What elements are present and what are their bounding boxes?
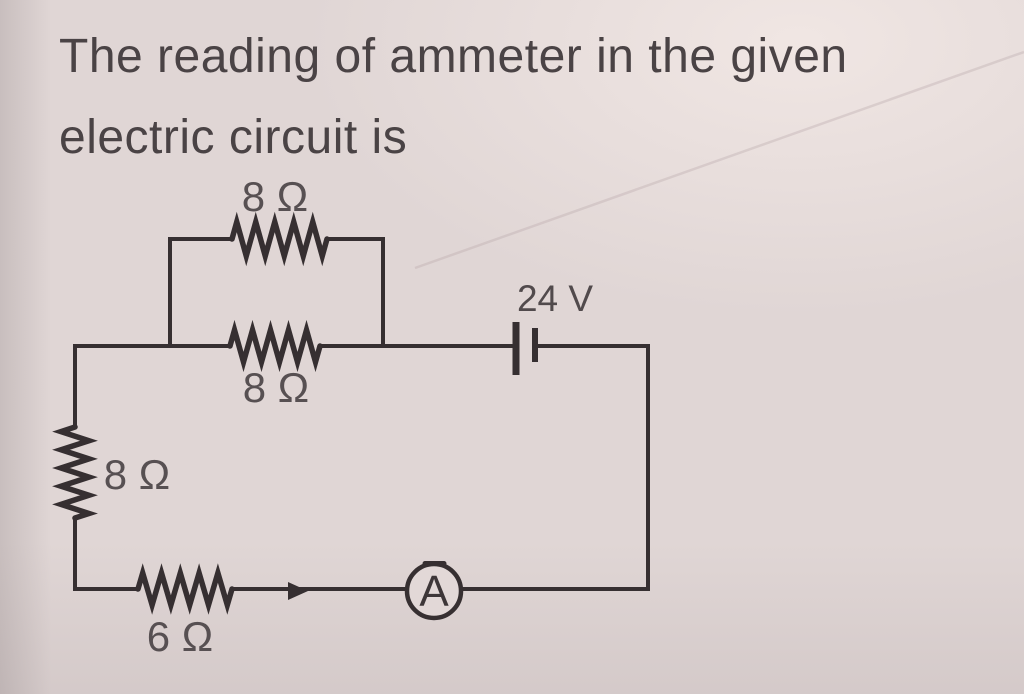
resistor-middle-zigzag: [227, 319, 323, 373]
question-line-2: electric circuit is: [59, 111, 408, 164]
resistor-bottom-zigzag: [135, 563, 235, 615]
paper-crease: [414, 50, 1024, 270]
resistor-bottom-label: 6 Ω: [147, 613, 213, 660]
battery-icon: [512, 322, 538, 375]
battery-voltage-label: 24 V: [517, 278, 593, 319]
circuit-wires: [73, 237, 650, 591]
resistor-top-zigzag: [229, 211, 330, 267]
question-line-1: The reading of ammeter in the given: [59, 30, 848, 83]
current-arrow-icon: [288, 582, 308, 600]
resistor-left-label: 8 Ω: [104, 451, 170, 498]
resistor-left-zigzag: [52, 424, 98, 521]
ammeter-icon: A: [404, 561, 464, 621]
resistor-top-label: 8 Ω: [242, 173, 308, 220]
resistor-middle-label: 8 Ω: [243, 364, 309, 411]
ammeter-letter: A: [419, 567, 449, 616]
